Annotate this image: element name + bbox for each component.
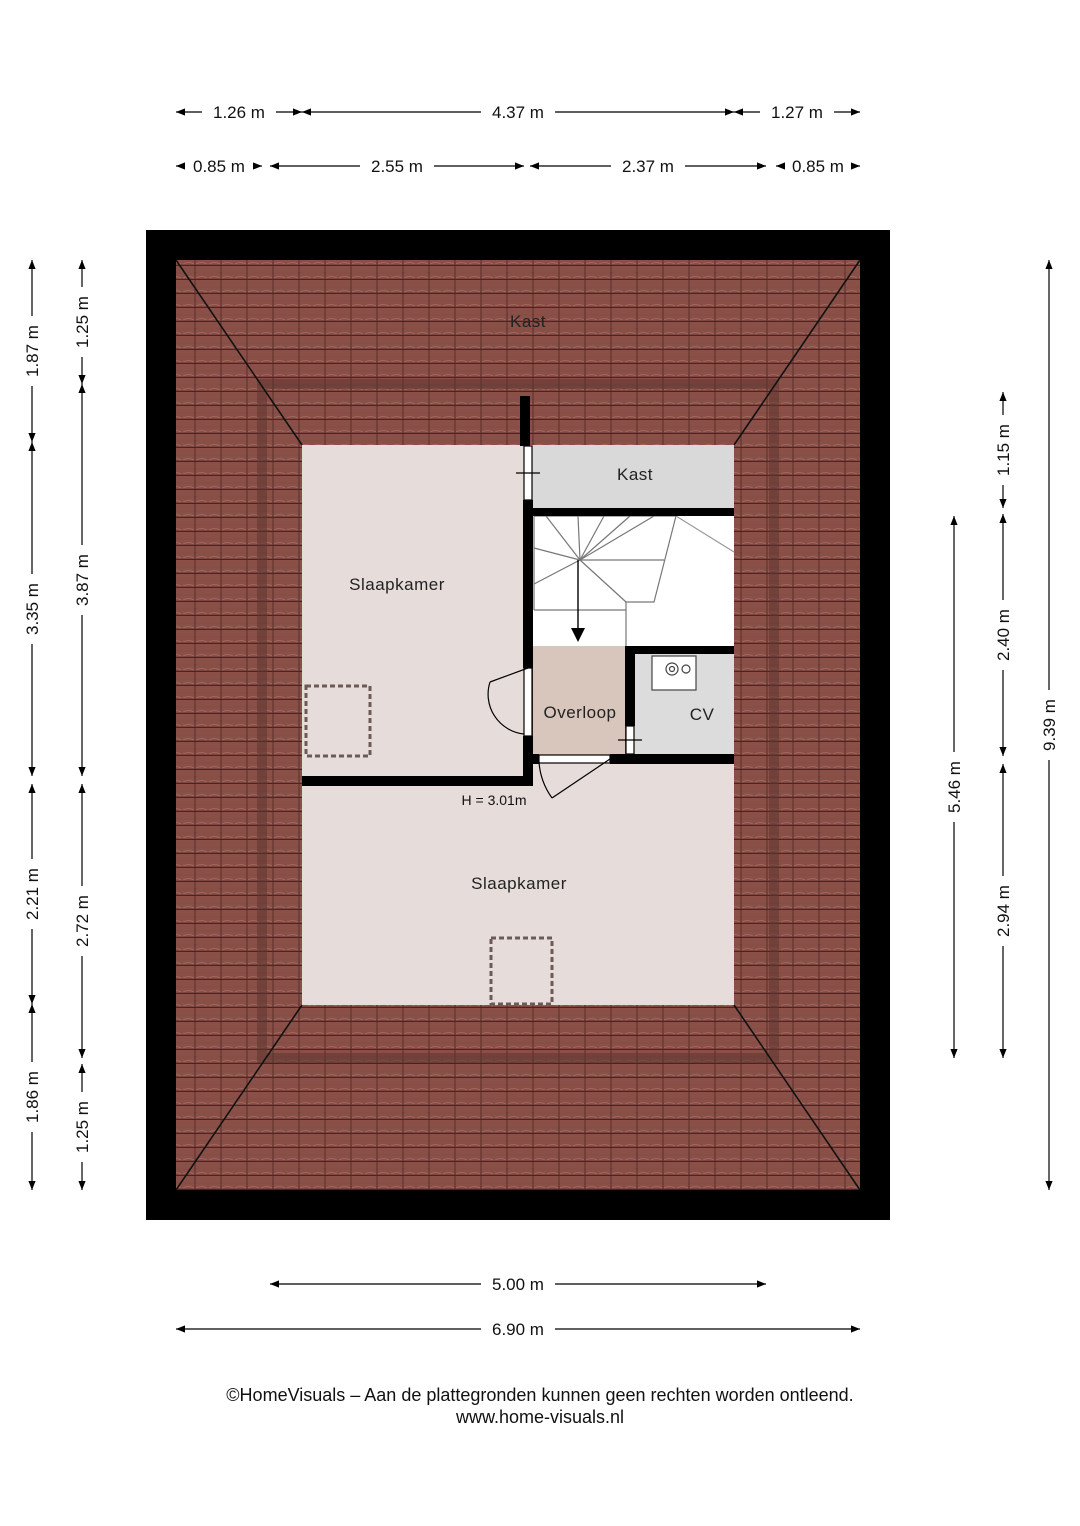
room-label-slaapkamer-1: Slaapkamer <box>349 575 445 594</box>
dimension-lines: 1.26 m 4.37 m 1.27 m 0.85 m 2.55 m 2.37 m 0.85… <box>23 103 1059 1339</box>
dim-top2-3-label: 0.85 m <box>792 157 844 176</box>
slaapkamer-2-floor <box>302 759 734 1005</box>
dim-left-inner-2-label: 2.72 m <box>73 895 92 947</box>
footer-copyright: ©HomeVisuals – Aan de plattegronden kunn… <box>226 1385 854 1405</box>
interior-walls <box>302 396 734 786</box>
stair-floor <box>533 516 734 646</box>
roof-shading <box>257 379 779 1063</box>
room-label-kast-small: Kast <box>617 465 653 484</box>
dim-top1-2-label: 1.27 m <box>771 103 823 122</box>
slaapkamer-1-floor <box>302 445 528 781</box>
dim-right-a-0-label: 5.46 m <box>945 761 964 813</box>
staircase <box>533 515 735 646</box>
dim-bottom2-0-label: 6.90 m <box>492 1320 544 1339</box>
door-slaapkamer-1 <box>487 667 533 737</box>
dim-left-outer-0-label: 1.87 m <box>23 325 42 377</box>
room-label-slaapkamer-2: Slaapkamer <box>471 874 567 893</box>
door-kast-small <box>516 445 540 501</box>
footer: ©HomeVisuals – Aan de plattegronden kunn… <box>0 1384 1080 1428</box>
dim-top2-1-label: 2.55 m <box>371 157 423 176</box>
dim-right-b-2-label: 2.94 m <box>994 885 1013 937</box>
dim-top1-0-label: 1.26 m <box>213 103 265 122</box>
room-label-overloop: Overloop <box>544 703 617 722</box>
room-label-cv: CV <box>690 705 715 724</box>
roof-window-bottom <box>489 936 554 1006</box>
ceiling-height-note: H = 3.01m <box>462 792 527 808</box>
dim-left-outer-1-label: 3.35 m <box>23 583 42 635</box>
dim-top2-2-label: 2.37 m <box>622 157 674 176</box>
dim-top2-0-label: 0.85 m <box>193 157 245 176</box>
dim-left-outer-3-label: 1.86 m <box>23 1071 42 1123</box>
room-label-kast-top: Kast <box>510 312 546 331</box>
dim-right-b-0-label: 1.15 m <box>994 424 1013 476</box>
dim-top1-1-label: 4.37 m <box>492 103 544 122</box>
roof-window-left <box>304 684 372 758</box>
dim-right-c-0-label: 9.39 m <box>1040 699 1059 751</box>
overloop-floor <box>533 646 625 759</box>
dim-left-inner-3-label: 1.25 m <box>73 1101 92 1153</box>
dim-bottom1-0-label: 5.00 m <box>492 1275 544 1294</box>
dim-left-inner-0-label: 1.25 m <box>73 296 92 348</box>
stair-direction-arrow <box>571 560 585 642</box>
dim-left-outer-2-label: 2.21 m <box>23 868 42 920</box>
door-cv <box>618 725 642 755</box>
door-slaapkamer-2 <box>538 754 611 799</box>
dim-right-b-1-label: 2.40 m <box>994 609 1013 661</box>
cv-boiler-icon <box>651 655 697 691</box>
footer-website: www.home-visuals.nl <box>455 1407 625 1427</box>
dim-left-inner-1-label: 3.87 m <box>73 554 92 606</box>
kast-small-floor <box>528 445 734 511</box>
roof-hip-lines <box>175 259 861 1191</box>
